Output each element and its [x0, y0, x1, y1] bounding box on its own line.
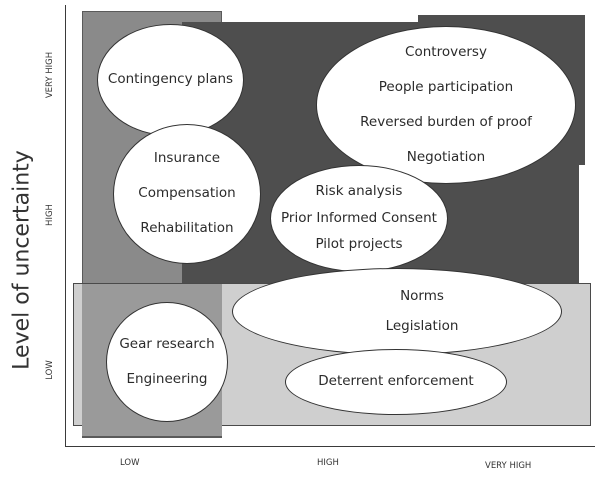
y-axis-title: Level of uncertainty: [2, 110, 42, 410]
label-pilot-projects: Pilot projects: [315, 236, 403, 253]
y-tick-low: LOW: [40, 340, 60, 400]
label-engineering: Engineering: [126, 370, 208, 387]
ellipse-top-right: Controversy People participation Reverse…: [316, 26, 576, 184]
y-axis-title-text: Level of uncertainty: [9, 150, 35, 370]
label-people-participation: People participation: [378, 78, 514, 95]
y-tick-high-label: HIGH: [45, 204, 55, 226]
y-tick-high: HIGH: [40, 185, 60, 245]
ellipse-contingency: Contingency plans: [97, 24, 244, 136]
x-tick-low: LOW: [120, 458, 140, 468]
ellipse-gear: Gear research Engineering: [106, 302, 228, 422]
y-tick-low-label: LOW: [45, 360, 55, 380]
label-norms: Norms: [400, 287, 444, 304]
label-rehabilitation: Rehabilitation: [140, 220, 234, 237]
label-contingency-plans: Contingency plans: [107, 71, 234, 88]
label-deterrent-enforcement: Deterrent enforcement: [318, 373, 474, 390]
ellipse-risk: Risk analysis Prior Informed Consent Pil…: [270, 165, 448, 272]
y-axis-line: [65, 5, 66, 447]
x-tick-very-high: VERY HIGH: [485, 461, 532, 471]
label-reversed-burden: Reversed burden of proof: [360, 113, 532, 130]
label-controversy: Controversy: [405, 43, 487, 60]
y-tick-very-high: VERY HIGH: [40, 45, 60, 105]
label-legislation: Legislation: [385, 317, 459, 334]
label-insurance: Insurance: [153, 150, 221, 167]
label-negotiation: Negotiation: [406, 148, 486, 165]
ellipse-insurance: Insurance Compensation Rehabilitation: [113, 124, 261, 264]
label-prior-informed-consent: Prior Informed Consent: [281, 209, 437, 226]
ellipse-norms: Norms Legislation: [232, 268, 562, 355]
label-compensation: Compensation: [138, 185, 236, 202]
label-risk-analysis: Risk analysis: [315, 183, 403, 200]
y-tick-very-high-label: VERY HIGH: [45, 51, 55, 99]
ellipse-deterrent: Deterrent enforcement: [285, 349, 507, 415]
x-tick-high: HIGH: [317, 458, 339, 468]
label-gear-research: Gear research: [119, 336, 215, 352]
x-axis-line: [65, 446, 595, 447]
